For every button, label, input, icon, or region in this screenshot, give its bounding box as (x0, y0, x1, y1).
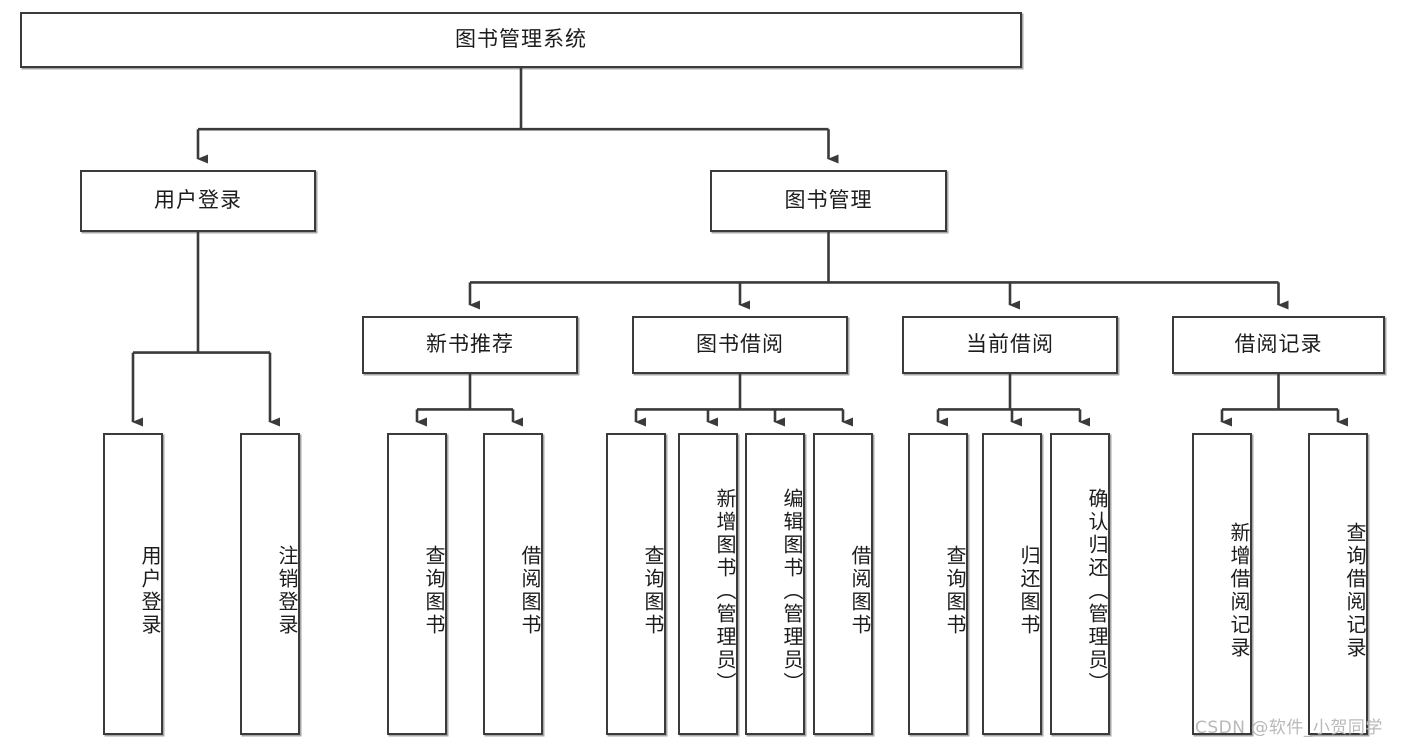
node-label: 查询借阅记录 (1343, 522, 1367, 660)
node-label: 图书管理 (784, 188, 873, 213)
node-root[interactable]: 图书管理系统 (20, 12, 1022, 68)
node-label: 查询图书 (641, 545, 665, 637)
node-leaf-query-1[interactable]: 查询图书 (387, 433, 447, 735)
node-new-book-rec[interactable]: 新书推荐 (362, 316, 578, 374)
node-leaf-query-rec[interactable]: 查询借阅记录 (1308, 433, 1368, 735)
node-user-login[interactable]: 用户登录 (80, 170, 316, 232)
node-label: 编辑图书（管理员） (780, 487, 804, 695)
node-label: 借阅图书 (518, 545, 542, 637)
node-leaf-add-book[interactable]: 新增图书（管理员） (678, 433, 738, 735)
node-borrow-record[interactable]: 借阅记录 (1172, 316, 1385, 374)
node-leaf-borrow-1[interactable]: 借阅图书 (483, 433, 543, 735)
node-leaf-edit-book[interactable]: 编辑图书（管理员） (745, 433, 805, 735)
node-leaf-borrow-2[interactable]: 借阅图书 (813, 433, 873, 735)
node-label: 图书借阅 (696, 332, 784, 357)
node-label: 查询图书 (943, 545, 967, 637)
node-leaf-user-login[interactable]: 用户登录 (103, 433, 163, 735)
node-current-borrow[interactable]: 当前借阅 (902, 316, 1118, 374)
node-label: 新书推荐 (426, 332, 514, 357)
node-leaf-query-3[interactable]: 查询图书 (908, 433, 968, 735)
node-label: 用户登录 (138, 545, 162, 637)
node-leaf-logout[interactable]: 注销登录 (240, 433, 300, 735)
node-label: 确认归还（管理员） (1085, 487, 1109, 695)
node-label: 当前借阅 (966, 332, 1054, 357)
node-label: 新增图书（管理员） (713, 487, 737, 695)
node-label: 借阅记录 (1234, 332, 1323, 357)
node-book-borrow[interactable]: 图书借阅 (632, 316, 848, 374)
node-label: 归还图书 (1017, 545, 1041, 637)
node-label: 借阅图书 (848, 545, 872, 637)
node-label: 新增借阅记录 (1227, 522, 1251, 660)
node-label: 查询图书 (422, 545, 446, 637)
node-leaf-add-rec[interactable]: 新增借阅记录 (1192, 433, 1252, 735)
node-leaf-confirm[interactable]: 确认归还（管理员） (1050, 433, 1110, 735)
node-label: 注销登录 (275, 545, 299, 637)
node-book-manage[interactable]: 图书管理 (710, 170, 947, 232)
node-label: 用户登录 (154, 188, 242, 213)
node-label: 图书管理系统 (455, 27, 587, 52)
node-leaf-return[interactable]: 归还图书 (982, 433, 1042, 735)
node-leaf-query-2[interactable]: 查询图书 (606, 433, 666, 735)
